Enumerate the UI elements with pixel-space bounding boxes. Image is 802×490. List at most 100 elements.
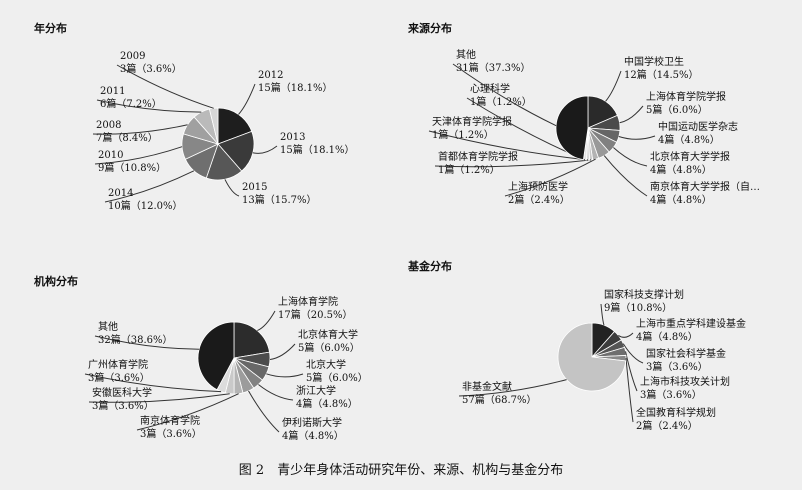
slice-label-count: 17篇（20.5%） bbox=[278, 308, 353, 321]
slice-label-name: 2010 bbox=[98, 150, 123, 161]
leader-line bbox=[625, 358, 634, 423]
slice-label-name: 中国学校卫生 bbox=[624, 55, 684, 68]
slice-label-count: 9篇（10.8%） bbox=[604, 301, 672, 314]
leader-line bbox=[269, 343, 296, 360]
pie-title-source: 来源分布 bbox=[407, 21, 452, 35]
slice-label-count: 2篇（2.4%） bbox=[508, 193, 570, 206]
slice-label-name: 安徽医科大学 bbox=[92, 386, 152, 399]
slice-label-name: 首都体育学院学报 bbox=[438, 150, 518, 163]
slice-label-count: 3篇（3.6%） bbox=[88, 371, 150, 384]
leader-line bbox=[618, 135, 656, 140]
slice-label-name: 天津体育学院学报 bbox=[432, 115, 512, 128]
slice-label-name: 2014 bbox=[108, 188, 133, 199]
slice-label-count: 4篇（4.8%） bbox=[658, 133, 720, 146]
leader-line bbox=[618, 332, 634, 338]
slice-label-count: 1篇（1.2%） bbox=[432, 128, 494, 141]
slice-label-count: 4篇（4.8%） bbox=[650, 193, 712, 206]
slice-label-count: 13篇（15.7%） bbox=[242, 193, 317, 206]
slice-label-name: 伊利诺斯大学 bbox=[282, 416, 342, 429]
pie-chart-year: 201215篇（18.1%）201315篇（18.1%）201513篇（15.7… bbox=[92, 51, 355, 212]
leader-line bbox=[605, 70, 622, 102]
leader-line bbox=[458, 379, 567, 397]
slice-label-count: 12篇（14.5%） bbox=[624, 68, 699, 81]
slice-label-count: 4篇（4.8%） bbox=[636, 330, 698, 343]
pie-slice bbox=[217, 107, 253, 145]
leader-line bbox=[96, 99, 202, 113]
slice-label-count: 15篇（18.1%） bbox=[258, 81, 333, 94]
slice-label-count: 9篇（10.8%） bbox=[98, 161, 166, 174]
slice-label-count: 3篇（3.6%） bbox=[92, 399, 154, 412]
slice-label-name: 南京体育大学学报（自… bbox=[650, 180, 760, 193]
leader-line bbox=[428, 130, 589, 161]
slice-label-name: 国家科技支撑计划 bbox=[604, 288, 684, 301]
slice-label-name: 浙江大学 bbox=[296, 384, 336, 397]
slice-label-name: 2008 bbox=[96, 120, 121, 131]
slice-label-count: 3篇（3.6%） bbox=[140, 427, 202, 440]
slice-label-name: 其他 bbox=[456, 48, 476, 61]
slice-label-name: 非基金文献 bbox=[462, 380, 512, 393]
slice-label-name: 2013 bbox=[280, 132, 305, 143]
leader-line bbox=[92, 124, 188, 135]
slice-label-name: 全国教育科学规划 bbox=[636, 406, 716, 419]
slice-label-count: 3篇（3.6%） bbox=[640, 388, 702, 401]
leader-line bbox=[224, 179, 240, 197]
pie-title-year: 年分布 bbox=[34, 21, 67, 35]
leader-line bbox=[600, 303, 605, 326]
leader-line bbox=[257, 310, 276, 332]
slice-label-count: 7篇（8.4%） bbox=[96, 131, 158, 144]
slice-label-name: 上海市科技攻关计划 bbox=[640, 375, 730, 388]
slice-label-count: 5篇（6.0%） bbox=[298, 341, 360, 354]
slice-label-name: 北京体育大学学报 bbox=[650, 150, 730, 163]
pie-slice bbox=[557, 322, 627, 392]
slice-label-count: 4篇（4.8%） bbox=[296, 397, 358, 410]
slice-label-count: 1篇（1.2%） bbox=[470, 95, 532, 108]
figure-caption: 图 2 青少年身体活动研究年份、来源、机构与基金分布 bbox=[239, 462, 563, 478]
leader-line bbox=[622, 343, 644, 364]
leader-line bbox=[94, 335, 200, 350]
slice-label-count: 6篇（7.2%） bbox=[100, 97, 162, 110]
leader-line bbox=[504, 158, 596, 197]
slice-label-name: 2015 bbox=[242, 182, 267, 193]
pie-title-fund: 基金分布 bbox=[407, 259, 452, 273]
slice-label-name: 上海体育学院学报 bbox=[646, 90, 726, 103]
slice-label-count: 2篇（2.4%） bbox=[636, 419, 698, 432]
pie-chart-source: 中国学校卫生12篇（14.5%）上海体育学院学报5篇（6.0%）中国运动医学杂志… bbox=[428, 48, 760, 206]
slice-label-count: 31篇（37.3%） bbox=[456, 61, 531, 74]
leader-line bbox=[266, 373, 304, 378]
slice-label-name: 2009 bbox=[120, 51, 145, 62]
leader-line bbox=[434, 159, 592, 168]
slice-label-count: 10篇（12.0%） bbox=[108, 199, 183, 212]
slice-label-name: 其他 bbox=[98, 320, 118, 333]
leader-line bbox=[258, 384, 294, 401]
leader-line bbox=[619, 105, 644, 124]
slice-label-name: 南京体育学院 bbox=[140, 414, 200, 427]
slice-label-count: 32篇（38.6%） bbox=[98, 333, 173, 346]
leader-line bbox=[84, 373, 222, 393]
slice-label-name: 广州体育学院 bbox=[88, 358, 148, 371]
slice-label-count: 4篇（4.8%） bbox=[650, 163, 712, 176]
slice-label-name: 上海体育学院 bbox=[278, 295, 338, 308]
slice-label-name: 北京体育大学 bbox=[298, 328, 358, 341]
leader-line bbox=[613, 147, 648, 167]
slice-label-count: 3篇（3.6%） bbox=[646, 360, 708, 373]
slice-label-count: 15篇（18.1%） bbox=[280, 143, 355, 156]
slice-label-name: 上海预防医学 bbox=[508, 180, 568, 193]
leader-line bbox=[94, 146, 183, 165]
slice-label-count: 5篇（6.0%） bbox=[306, 371, 368, 384]
pie-slice bbox=[555, 95, 589, 161]
leader-line bbox=[452, 63, 557, 127]
pie-chart-institution: 上海体育学院17篇（20.5%）北京体育大学5篇（6.0%）北京大学5篇（6.0… bbox=[84, 295, 368, 442]
slice-label-count: 4篇（4.8%） bbox=[282, 429, 344, 442]
pie-chart-fund: 国家科技支撑计划9篇（10.8%）上海市重点学科建设基金4篇（4.8%）国家社会… bbox=[458, 288, 746, 432]
leader-line bbox=[116, 64, 214, 109]
pie-slice bbox=[233, 321, 270, 359]
slice-label-name: 2012 bbox=[258, 70, 283, 81]
leader-line bbox=[104, 170, 195, 203]
slice-label-count: 5篇（6.0%） bbox=[646, 103, 708, 116]
leader-line bbox=[238, 83, 256, 115]
slice-label-count: 1篇（1.2%） bbox=[438, 163, 500, 176]
slice-label-count: 57篇（68.7%） bbox=[462, 393, 537, 406]
slice-label-name: 北京大学 bbox=[306, 358, 346, 371]
pie-title-institution: 机构分布 bbox=[34, 274, 78, 288]
